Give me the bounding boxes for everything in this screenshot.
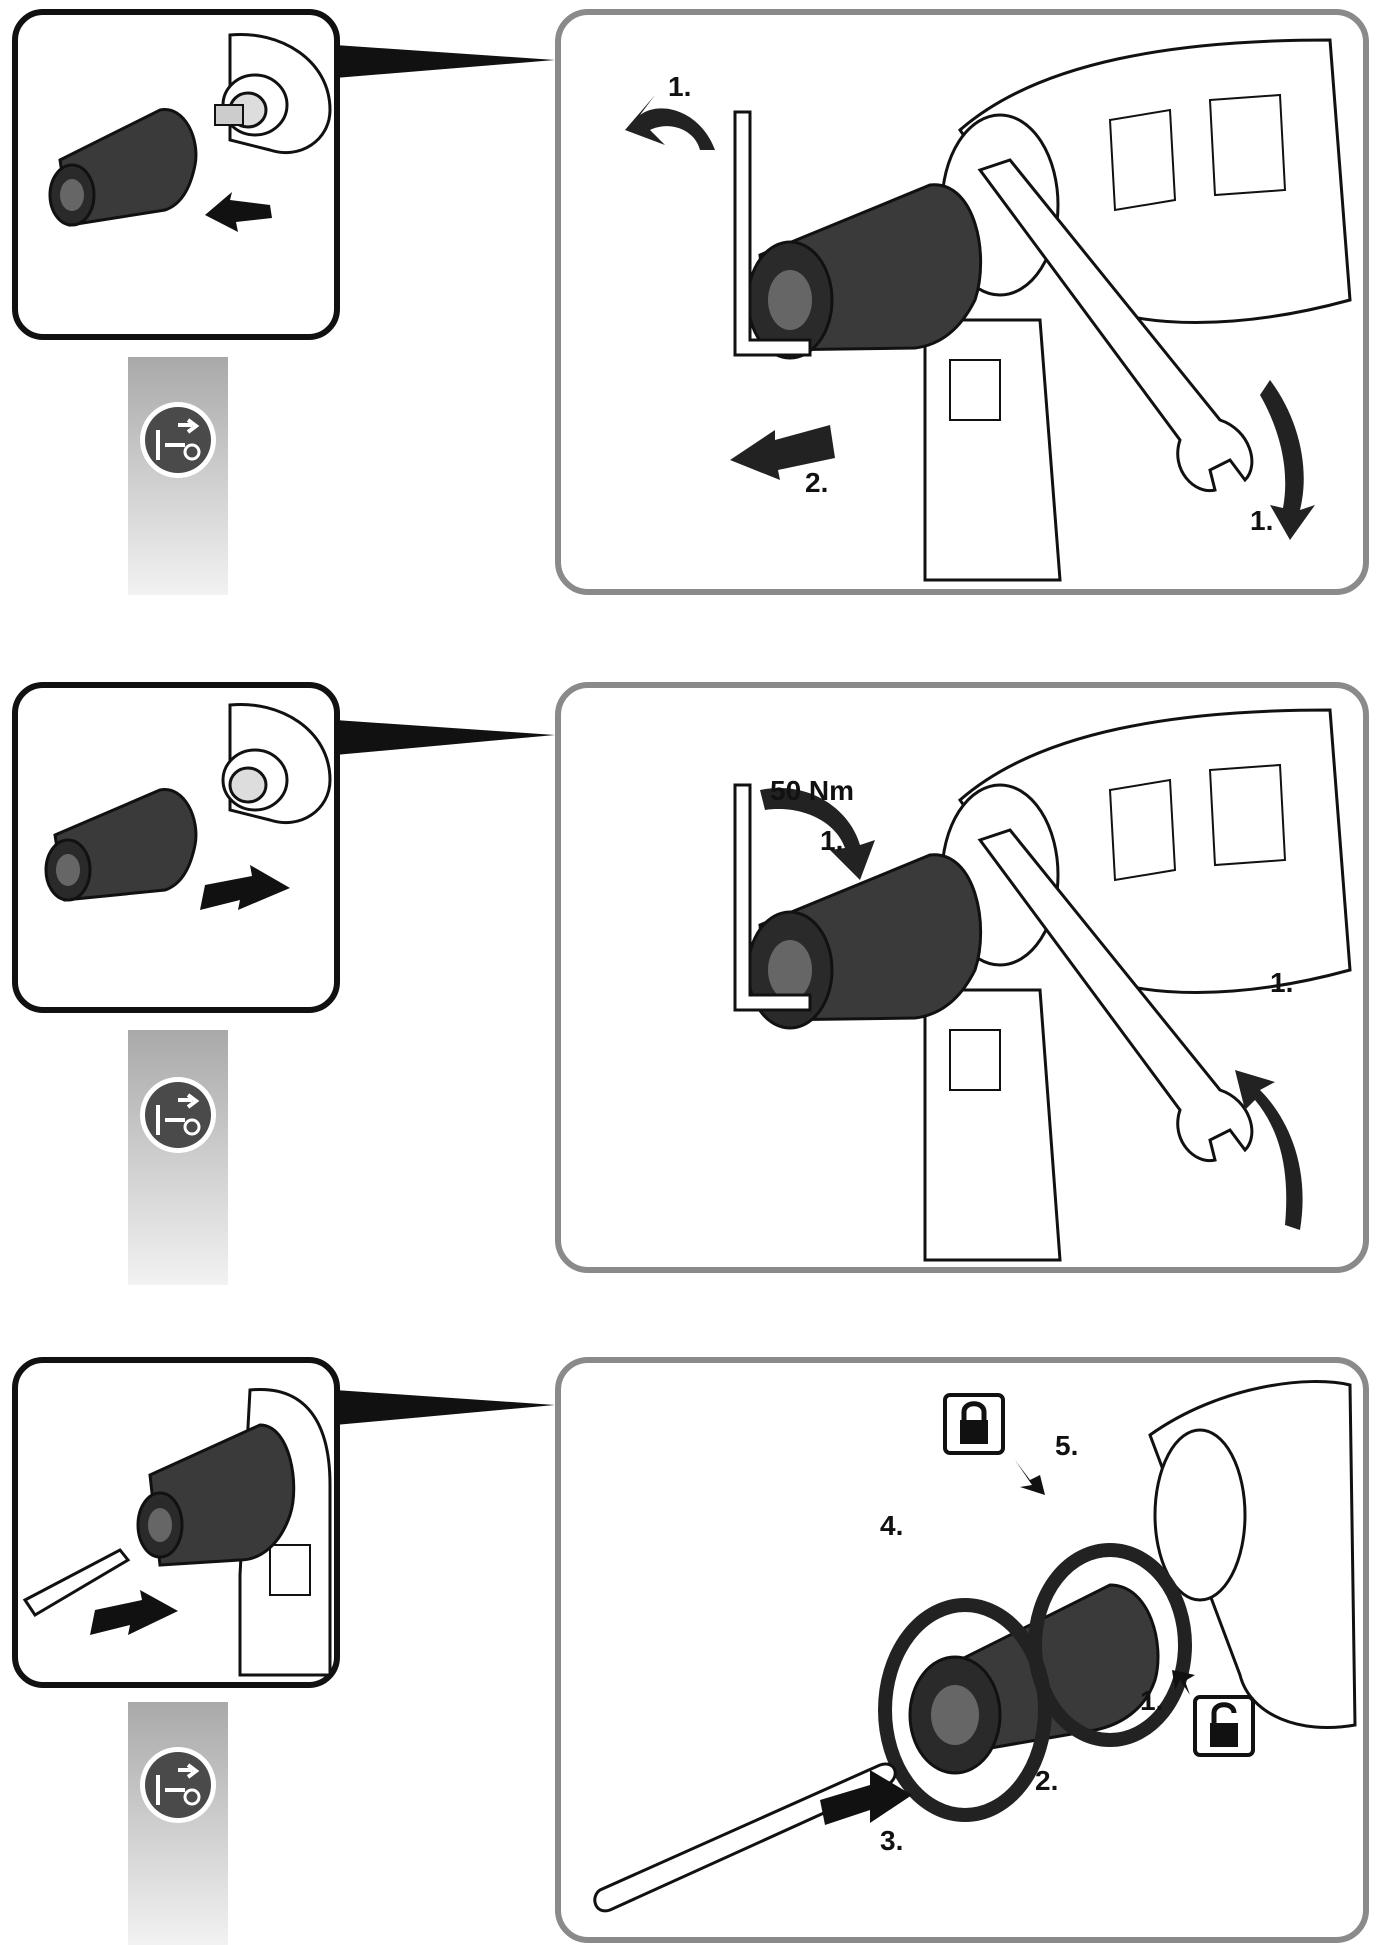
row3-illustration: 1. 2. 3. 4. 5. [0, 1345, 1381, 1945]
step-label-5: 5. [1055, 1430, 1078, 1461]
row-remove-chuck: 1. 2. 1. [0, 0, 1381, 600]
row-install-chuck: 50 Nm 1. 1. [0, 670, 1381, 1290]
step-label-rotate-wrench: 1. [1250, 505, 1273, 536]
row-insert-drill-bit: 1. 2. 3. 4. 5. [0, 1345, 1381, 1945]
callout-pointer [335, 720, 555, 755]
step-label-rotate-wrench: 1. [1270, 967, 1293, 998]
row1-illustration: 1. 2. 1. [0, 0, 1381, 600]
step-label-3: 3. [880, 1825, 903, 1856]
disconnect-mains-plug-icon [140, 1077, 216, 1153]
padlock-closed-icon [945, 1395, 1003, 1453]
padlock-open-icon [1195, 1697, 1253, 1755]
step-label-2: 2. [1035, 1765, 1058, 1796]
row2-illustration: 50 Nm 1. 1. [0, 670, 1381, 1290]
step-label-4: 4. [880, 1510, 903, 1541]
callout-pointer [335, 45, 555, 78]
disconnect-mains-plug-icon [140, 1747, 216, 1823]
step-label-1: 1. [1140, 1685, 1163, 1716]
torque-label: 50 Nm [770, 775, 854, 806]
step-label-rotate-key: 1. [668, 71, 691, 102]
side-strip [128, 1702, 228, 1945]
step-label-rotate-key: 1. [820, 825, 843, 856]
callout-pointer [335, 1390, 555, 1425]
disconnect-mains-plug-icon [140, 402, 216, 478]
side-strip [128, 1030, 228, 1285]
step-label-pull: 2. [805, 467, 828, 498]
